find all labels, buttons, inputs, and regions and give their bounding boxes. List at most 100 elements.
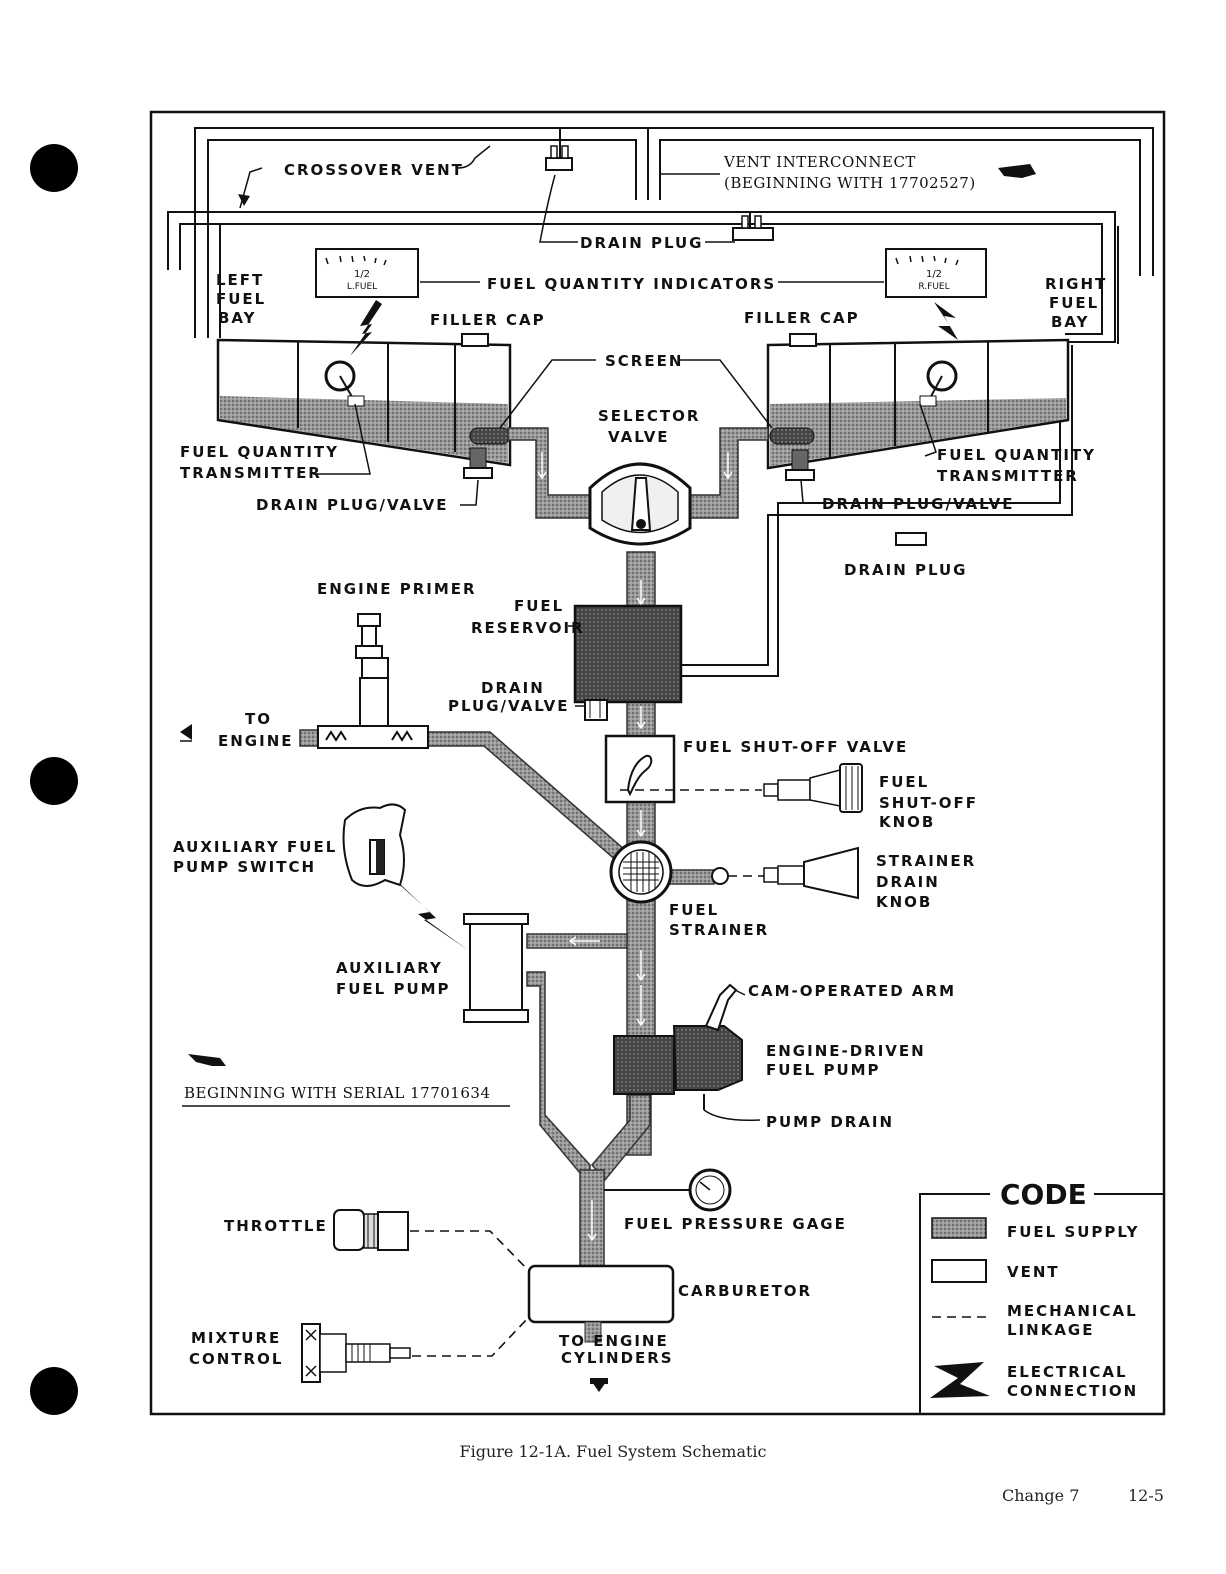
mixture-control-knob[interactable] (301, 1317, 529, 1383)
gauge-left-half: 1/2 (354, 269, 370, 280)
engine-driven-fuel-pump (613, 983, 761, 1122)
to-engine-cylinders-label-1: TO ENGINE (559, 1332, 669, 1350)
diagram-frame (149, 110, 1166, 1416)
left-fuel-bay-label-2: FUEL (216, 290, 266, 308)
left-fuel-bay-label-1: LEFT (216, 271, 264, 289)
leader-lines (180, 145, 937, 996)
left-fuel-tank (216, 333, 512, 479)
fuel-shutoff-knob[interactable] (763, 763, 863, 813)
crossover-vent-label: CROSSOVER VENT (284, 161, 464, 179)
fuel-quantity-transmitter-right-1: FUEL QUANTITY (937, 446, 1096, 464)
shutoff-knob-label-3: KNOB (879, 813, 935, 831)
vent-swatch (931, 1259, 987, 1283)
code-mechanical-label-1: MECHANICAL (1007, 1302, 1138, 1320)
gauge-left-name: L.FUEL (347, 282, 377, 292)
engine-driven-pump-label-1: ENGINE-DRIVEN (766, 1042, 926, 1060)
fuel-pressure-gage-label: FUEL PRESSURE GAGE (624, 1215, 847, 1233)
strainer-drain-knob[interactable] (763, 846, 859, 900)
fuel-reservoir (573, 604, 683, 721)
code-legend: CODE FUEL SUPPLY VENT MECHANICAL LINKAGE… (919, 1178, 1164, 1414)
fuel-pressure-gage (688, 1168, 732, 1212)
gauge-right-name: R.FUEL (918, 282, 949, 292)
fuel-strainer (609, 840, 765, 904)
electrical-connection-icon (350, 300, 958, 950)
figure-caption: Figure 12-1A. Fuel System Schematic (459, 1442, 767, 1461)
vent-interconnect-label: VENT INTERCONNECT (723, 153, 916, 171)
drain-plug-top-fitting (545, 145, 927, 546)
pointing-hand-icon (188, 164, 1036, 1066)
auxiliary-fuel-pump-switch[interactable] (342, 803, 407, 887)
throttle-knob[interactable] (333, 1209, 529, 1271)
aux-fuel-pump-label-1: AUXILIARY (336, 959, 443, 977)
carburetor-label: CARBURETOR (678, 1282, 812, 1300)
left-fuel-quantity-indicator (315, 248, 419, 298)
fuel-quantity-transmitter-right-2: TRANSMITTER (937, 467, 1079, 485)
drain-plug-right-label: DRAIN PLUG (844, 561, 967, 579)
mixture-control-label-2: CONTROL (189, 1350, 283, 1368)
code-fuel-supply-label: FUEL SUPPLY (1007, 1223, 1140, 1241)
pump-drain-label: PUMP DRAIN (766, 1113, 894, 1131)
engine-primer-label: ENGINE PRIMER (317, 580, 477, 598)
fuel-supply-swatch (931, 1217, 987, 1239)
selector-valve-label-2: VALVE (608, 428, 670, 446)
engine-primer (180, 613, 429, 749)
right-fuel-bay-label-2: FUEL (1049, 294, 1099, 312)
to-engine-label-2: ENGINE (218, 732, 294, 750)
binder-hole-top (30, 144, 78, 192)
drain-plug-valve-left-label: DRAIN PLUG/VALVE (256, 496, 449, 514)
code-vent-label: VENT (1007, 1263, 1060, 1281)
throttle-label: THROTTLE (224, 1217, 328, 1235)
shutoff-knob-label-1: FUEL (879, 773, 929, 791)
filler-cap-right-label: FILLER CAP (744, 309, 860, 327)
aux-pump-switch-label-2: PUMP SWITCH (173, 858, 316, 876)
shutoff-knob-label-2: SHUT-OFF (879, 794, 978, 812)
carburetor (527, 1264, 675, 1392)
filler-cap-left-label: FILLER CAP (430, 311, 546, 329)
fuel-shutoff-valve-label: FUEL SHUT-OFF VALVE (683, 738, 908, 756)
cam-operated-arm-label: CAM-OPERATED ARM (748, 982, 956, 1000)
left-fuel-bay-label-3: BAY (218, 309, 256, 327)
vent-interconnect-serial: (BEGINNING WITH 17702527) (724, 174, 976, 192)
mixture-control-label-1: MIXTURE (191, 1329, 281, 1347)
aux-pump-switch-label-1: AUXILIARY FUEL (173, 838, 337, 856)
fuel-quantity-transmitter-left-1: FUEL QUANTITY (180, 443, 339, 461)
beginning-serial-label: BEGINNING WITH SERIAL 17701634 (184, 1084, 490, 1102)
flow-arrows (537, 452, 733, 1242)
fuel-quantity-transmitter-left-2: TRANSMITTER (180, 464, 322, 482)
electrical-connection-swatch (930, 1362, 990, 1398)
fuel-selector-valve (588, 462, 692, 546)
fuel-shutoff-valve (604, 734, 762, 804)
right-fuel-tank (766, 333, 1070, 481)
engine-driven-pump-label-2: FUEL PUMP (766, 1061, 881, 1079)
fuel-reservoir-label-2: RESERVOIR (471, 619, 585, 637)
fuel-strainer-label-2: STRAINER (669, 921, 769, 939)
reservoir-drain-label-1: DRAIN (481, 679, 545, 697)
to-engine-label-1: TO (245, 710, 272, 728)
selector-valve-label-1: SELECTOR (598, 407, 700, 425)
to-engine-cylinders-label-2: CYLINDERS (561, 1349, 674, 1367)
gauge-right-half: 1/2 (926, 269, 942, 280)
code-electrical-label-2: CONNECTION (1007, 1382, 1138, 1400)
fuel-strainer-label-1: FUEL (669, 901, 719, 919)
aux-fuel-pump-label-2: FUEL PUMP (336, 980, 451, 998)
fuel-reservoir-label-1: FUEL (514, 597, 564, 615)
code-mechanical-label-2: LINKAGE (1007, 1321, 1094, 1339)
drain-plug-top-label: DRAIN PLUG (580, 234, 703, 252)
binder-hole-middle (30, 757, 78, 805)
strainer-knob-label-2: DRAIN (876, 873, 940, 891)
code-legend-title: CODE (1000, 1178, 1087, 1211)
binder-hole-bottom (30, 1367, 78, 1415)
strainer-knob-label-3: KNOB (876, 893, 932, 911)
fuel-quantity-indicators-label: FUEL QUANTITY INDICATORS (487, 275, 776, 293)
right-fuel-bay-label-1: RIGHT (1045, 275, 1107, 293)
code-electrical-label-1: ELECTRICAL (1007, 1363, 1128, 1381)
auxiliary-fuel-pump (463, 913, 529, 1023)
drain-plug-valve-right-label: DRAIN PLUG/VALVE (822, 495, 1015, 513)
screen-label: SCREEN (605, 352, 683, 370)
reservoir-drain-label-2: PLUG/VALVE (448, 697, 570, 715)
vent-lines (167, 127, 1154, 677)
right-fuel-bay-label-3: BAY (1051, 313, 1089, 331)
right-fuel-quantity-indicator (885, 248, 987, 298)
strainer-knob-label-1: STRAINER (876, 852, 976, 870)
